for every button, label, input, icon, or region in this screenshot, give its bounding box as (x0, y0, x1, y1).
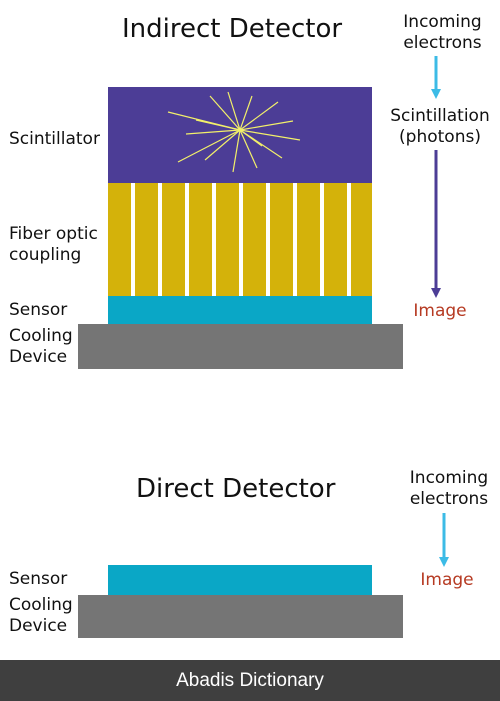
direct-detector-title: Direct Detector (136, 474, 336, 504)
diagram-graphics (78, 56, 449, 638)
fiber-optic-label: Fiber optic coupling (9, 224, 98, 265)
sensor-layer-indirect (108, 296, 372, 324)
cooling-device-indirect (78, 324, 403, 369)
sensor-layer-direct (108, 565, 372, 595)
scintillation-label: Scintillation (photons) (390, 106, 490, 147)
detector-diagram: Indirect Detector Incoming electrons Sci… (9, 12, 490, 638)
scintillator-layer (108, 87, 372, 183)
cooling-label-direct: Cooling Device (9, 595, 73, 636)
sensor-label-direct: Sensor (9, 569, 68, 589)
scintillator-label: Scintillator (9, 129, 100, 149)
image-label-indirect: Image (413, 301, 467, 321)
cooling-label-indirect: Cooling Device (9, 326, 73, 367)
incoming-electrons-label-indirect: Incoming electrons (403, 12, 482, 53)
footer-text: Abadis Dictionary (176, 669, 324, 691)
sensor-label-indirect: Sensor (9, 300, 68, 320)
scintillation-sparks (167, 91, 301, 173)
cooling-device-direct (78, 595, 403, 638)
footer-bar: Abadis Dictionary (0, 660, 500, 701)
image-label-direct: Image (420, 570, 474, 590)
incoming-electrons-label-direct: Incoming electrons (409, 468, 489, 509)
fiber-optic-gaps (131, 183, 351, 296)
indirect-detector-title: Indirect Detector (122, 14, 343, 44)
